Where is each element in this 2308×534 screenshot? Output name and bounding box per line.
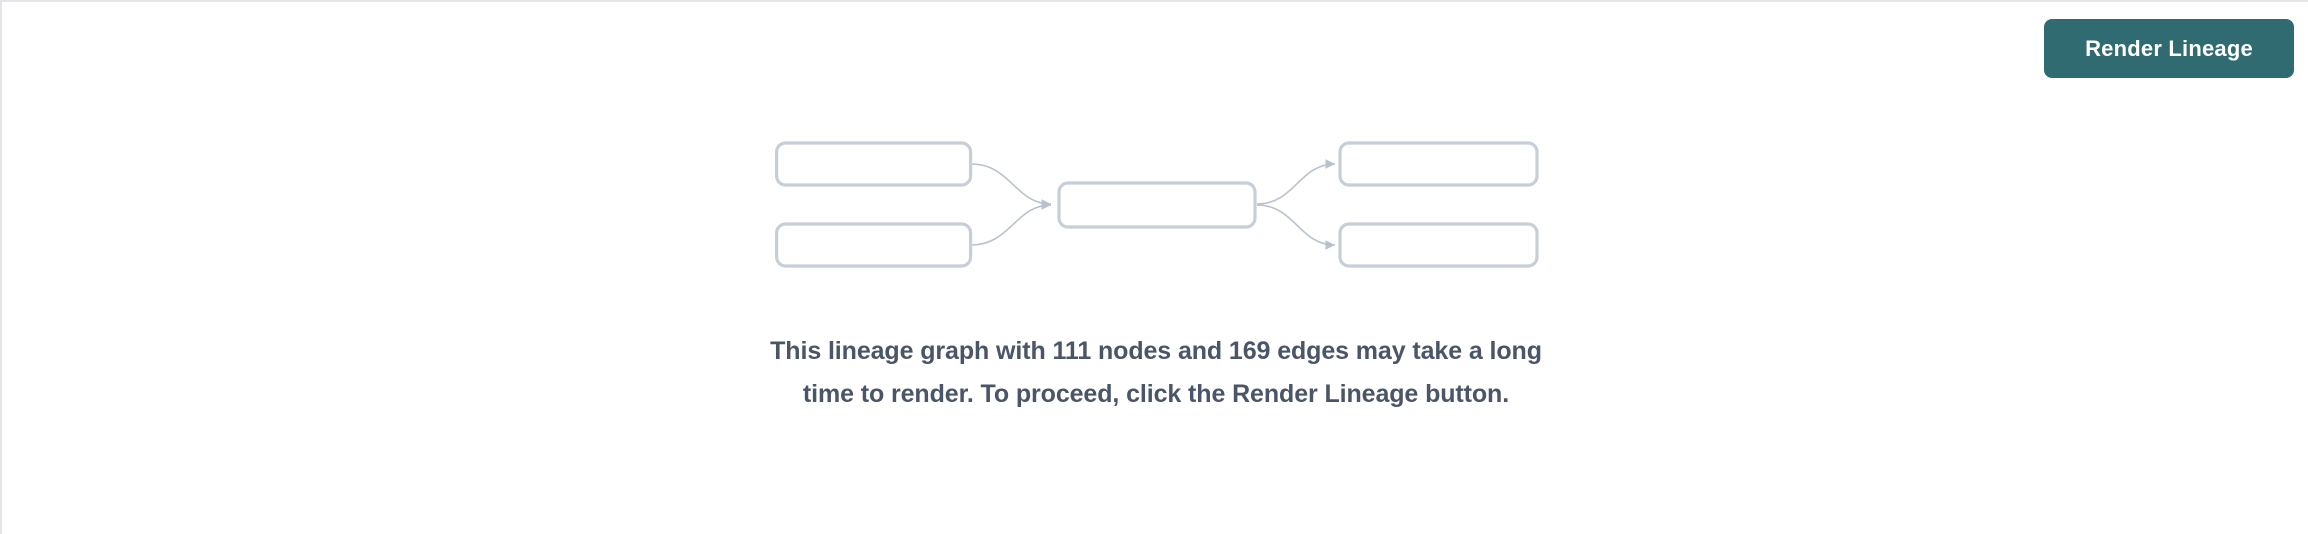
skeleton-graph-illustration (775, 141, 1539, 268)
lineage-placeholder-message: This lineage graph with 111 nodes and 16… (770, 337, 1542, 408)
skeleton-node-downstream-top (1338, 141, 1539, 187)
skeleton-node-downstream-bottom (1338, 222, 1539, 268)
skeleton-node-upstream-bottom (775, 222, 973, 268)
skeleton-edge-upstream-top (970, 163, 1052, 209)
skeleton-node-upstream-top (775, 141, 973, 187)
skeleton-edge-downstream-top (1256, 159, 1336, 205)
skeleton-edge-downstream-bottom (1256, 204, 1336, 250)
render-lineage-button[interactable]: Render Lineage (2044, 19, 2294, 78)
skeleton-node-center (1057, 181, 1257, 229)
skeleton-edge-upstream-bottom (970, 200, 1052, 246)
